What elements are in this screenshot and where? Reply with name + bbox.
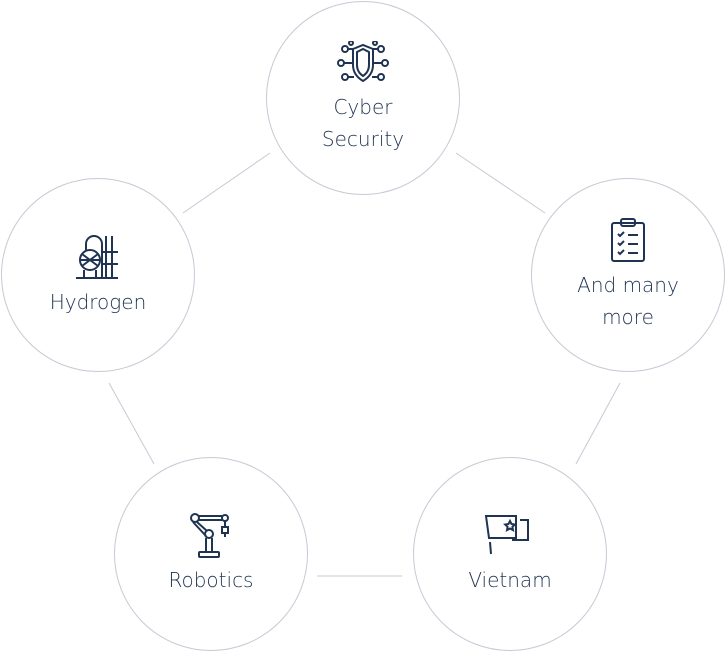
connector — [575, 382, 621, 465]
node-label: Robotics — [168, 568, 254, 592]
connector — [182, 152, 271, 214]
node-hydrogen: Hydrogen — [1, 178, 195, 372]
node-label: Hydrogen — [49, 290, 147, 314]
clipboard-checklist-icon — [608, 217, 648, 263]
flag-star-icon — [484, 512, 536, 558]
connector — [455, 152, 546, 214]
node-vietnam: Vietnam — [413, 457, 607, 651]
connector — [108, 382, 155, 465]
node-robotics: Robotics — [114, 457, 308, 651]
robot-arm-icon — [189, 512, 233, 558]
shield-circuit-icon — [337, 41, 389, 85]
hydrogen-plant-icon — [74, 232, 122, 280]
node-label: Vietnam — [468, 568, 552, 592]
